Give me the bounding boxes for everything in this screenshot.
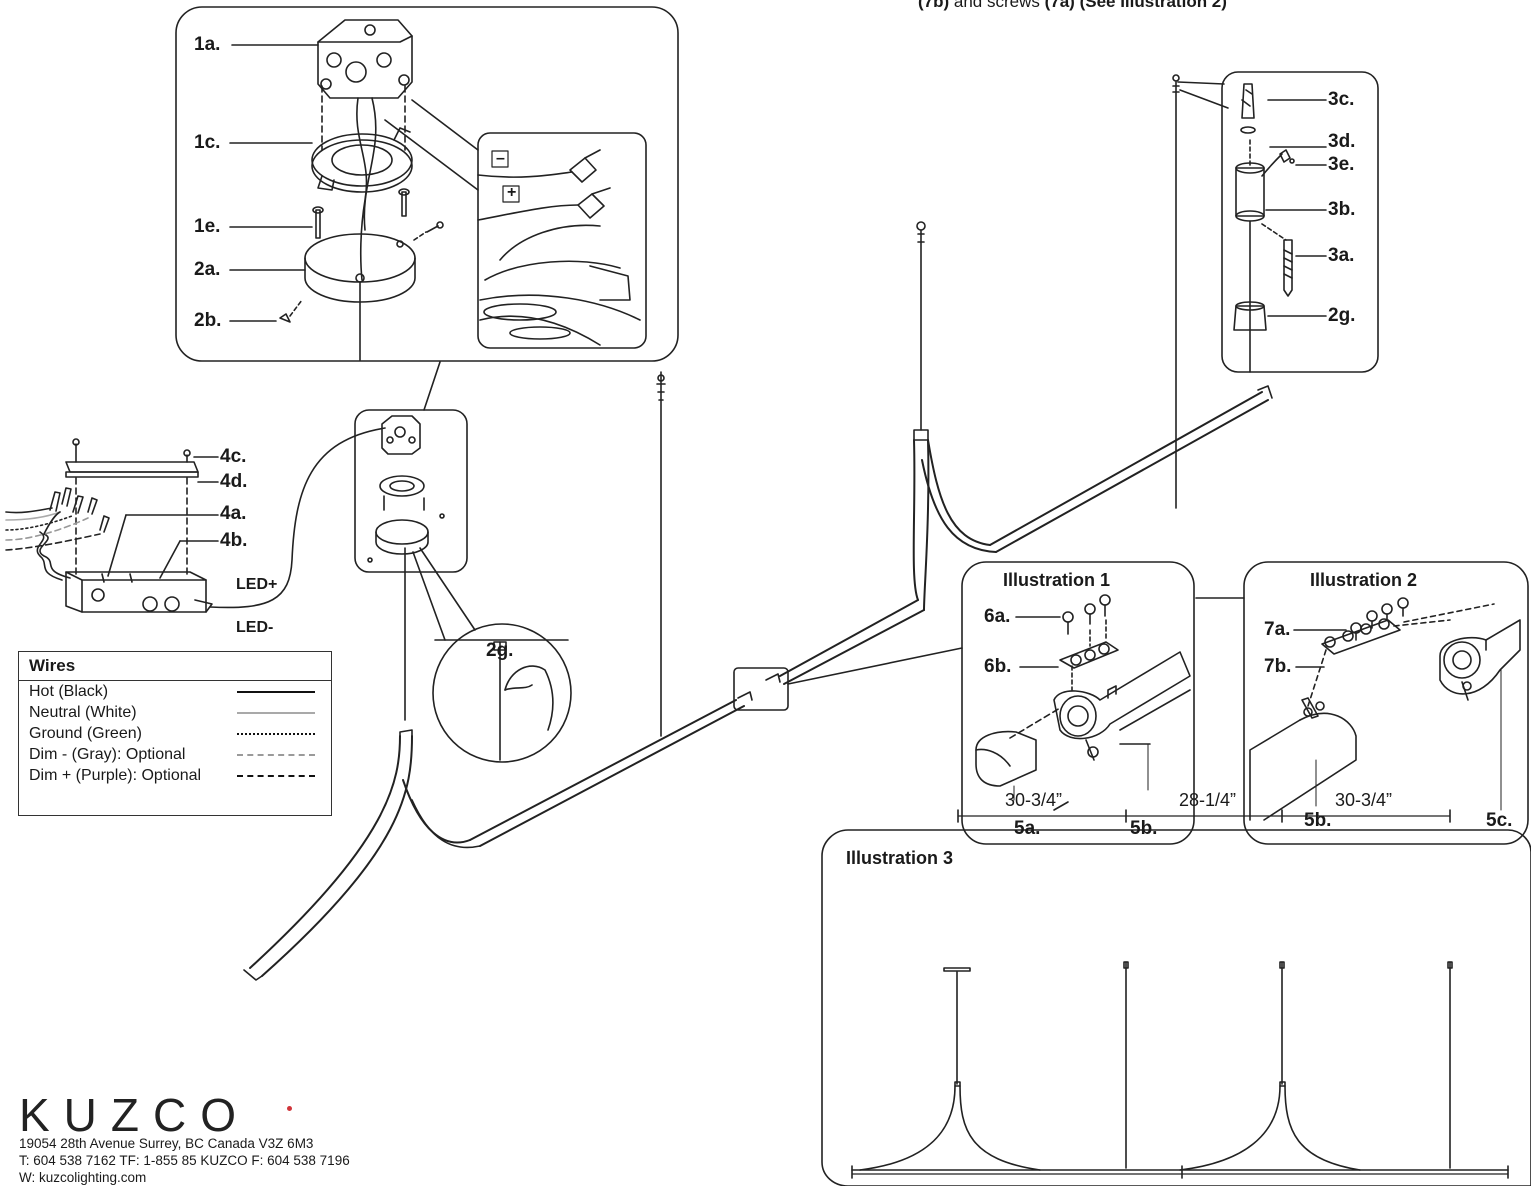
header-note: (7b) and screws (7a) (See Illustration 2…	[918, 0, 1227, 12]
minus-sign: –	[496, 150, 505, 167]
label-6b: 6b.	[984, 656, 1012, 677]
wires-legend-row: Neutral (White)	[19, 702, 331, 723]
junction-box-drawing	[317, 19, 413, 99]
brand-address: 19054 28th Avenue Surrey, BC Canada V3Z …	[19, 1136, 314, 1151]
wire-swatch-dim-plus	[237, 775, 315, 777]
detail-panel-small	[354, 409, 468, 573]
label-1a: 1a.	[194, 34, 221, 55]
label-2g-top: 2g.	[1328, 305, 1356, 326]
canopy-drawing	[304, 233, 416, 361]
brand-logo-dot	[287, 1106, 292, 1111]
label-led-plus: LED+	[236, 576, 278, 593]
driver-drawing	[65, 438, 213, 613]
label-3c: 3c.	[1328, 89, 1355, 110]
dimension-left: 30-3/4”	[1005, 790, 1063, 810]
wire-label: Dim + (Purple): Optional	[29, 767, 202, 784]
brand-phone: T: 604 538 7162 TF: 1-855 85 KUZCO F: 60…	[19, 1153, 350, 1168]
label-3e: 3e.	[1328, 154, 1355, 175]
wire-label: Hot (Black)	[29, 683, 109, 700]
label-2a: 2a.	[194, 259, 221, 280]
label-3a: 3a.	[1328, 245, 1355, 266]
label-5c: 5c.	[1486, 810, 1513, 831]
wire-label: Dim - (Gray): Optional	[29, 746, 186, 763]
wires-legend-title: Wires	[19, 652, 331, 681]
wire-label: Neutral (White)	[29, 704, 137, 721]
detail-panel-canopy	[175, 6, 679, 362]
plus-sign: +	[507, 184, 517, 201]
illustration-3-panel	[821, 829, 1531, 1186]
label-6a: 6a.	[984, 606, 1011, 627]
wire-swatch-hot	[237, 691, 315, 693]
header-note-part3: (7a) (See Illustration 2)	[1044, 0, 1227, 11]
header-note-part1: (7b)	[918, 0, 950, 11]
wires-legend-row: Hot (Black)	[19, 681, 331, 702]
label-led-minus: LED-	[236, 619, 274, 636]
brand-website[interactable]: W: kuzcolighting.com	[19, 1170, 147, 1185]
label-2g: 2g.	[486, 640, 514, 661]
label-5a: 5a.	[1014, 818, 1041, 839]
label-5b-ill1: 5b.	[1130, 818, 1158, 839]
label-4a: 4a.	[220, 503, 247, 524]
brand-logo: KUZCO	[19, 1089, 250, 1141]
wire-swatch-ground	[237, 733, 315, 735]
label-5b-ill2: 5b.	[1304, 810, 1332, 831]
header-note-part2: and screws	[949, 0, 1045, 11]
illustration-1-title: Illustration 1	[1003, 570, 1111, 590]
label-7a: 7a.	[1264, 619, 1291, 640]
label-4d: 4d.	[220, 471, 248, 492]
label-2b: 2b.	[194, 310, 222, 331]
detail-panel-hanger	[1221, 71, 1379, 373]
wires-legend-row: Ground (Green)	[19, 723, 331, 744]
label-1e: 1e.	[194, 216, 221, 237]
label-4b: 4b.	[220, 530, 248, 551]
label-1c: 1c.	[194, 132, 221, 153]
label-3b: 3b.	[1328, 199, 1356, 220]
wire-swatch-dim-minus	[237, 754, 315, 756]
wires-legend-row: Dim - (Gray): Optional	[19, 744, 331, 765]
illustration-2-panel	[1243, 561, 1529, 845]
wire-label: Ground (Green)	[29, 725, 142, 742]
label-3d: 3d.	[1328, 131, 1356, 152]
illustration-3-title: Illustration 3	[846, 848, 954, 868]
wires-legend-row: Dim + (Purple): Optional	[19, 765, 331, 786]
wire-swatch-neutral	[237, 712, 315, 714]
dimension-right: 30-3/4”	[1335, 790, 1393, 810]
mounting-ring-drawing	[311, 127, 413, 193]
label-4c: 4c.	[220, 446, 247, 467]
illustration-1-panel	[961, 561, 1195, 845]
dimension-middle: 28-1/4”	[1179, 790, 1237, 810]
wires-legend: Wires Hot (Black) Neutral (White) Ground…	[18, 651, 332, 816]
illustration-2-title: Illustration 2	[1310, 570, 1418, 590]
label-7b: 7b.	[1264, 656, 1292, 677]
